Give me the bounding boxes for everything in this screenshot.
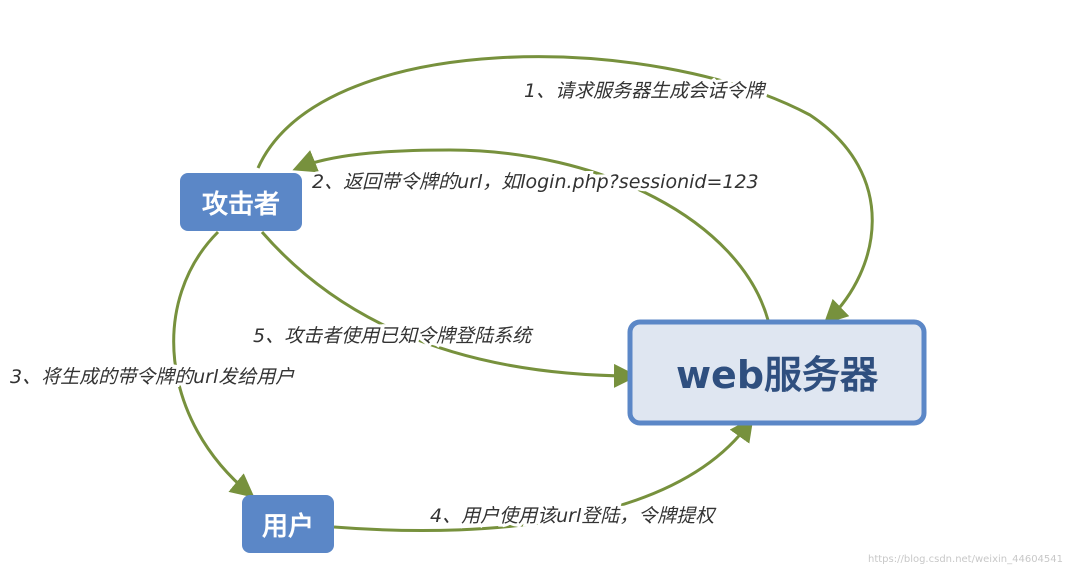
edge-step5-label: 5、攻击者使用已知令牌登陆系统 [253,325,534,347]
edge-step4-label: 4、用户使用该url登陆，令牌提权 [430,505,717,527]
node-attacker-label: 攻击者 [202,190,280,220]
edge-step3-label: 3、将生成的带令牌的url发给用户 [10,366,295,388]
node-server: web服务器 [627,319,927,426]
edge-step1-label: 1、请求服务器生成会话令牌 [524,80,767,102]
watermark: https://blog.csdn.net/weixin_44604541 [868,554,1063,565]
edge-step4-arrow [333,417,754,533]
node-user: 用户 [242,495,334,553]
edge-step3-arrow [172,230,255,498]
node-user-label: 用户 [262,511,314,542]
node-server-label: web服务器 [676,353,879,397]
node-attacker: 攻击者 [180,173,302,231]
edge-step5-arrow [260,231,638,388]
edge-step1-arrow [256,55,874,325]
edge-step2-arrow [292,148,770,321]
edge-step2-label: 2、返回带令牌的url，如login.php?sessionid=123 [312,171,759,193]
